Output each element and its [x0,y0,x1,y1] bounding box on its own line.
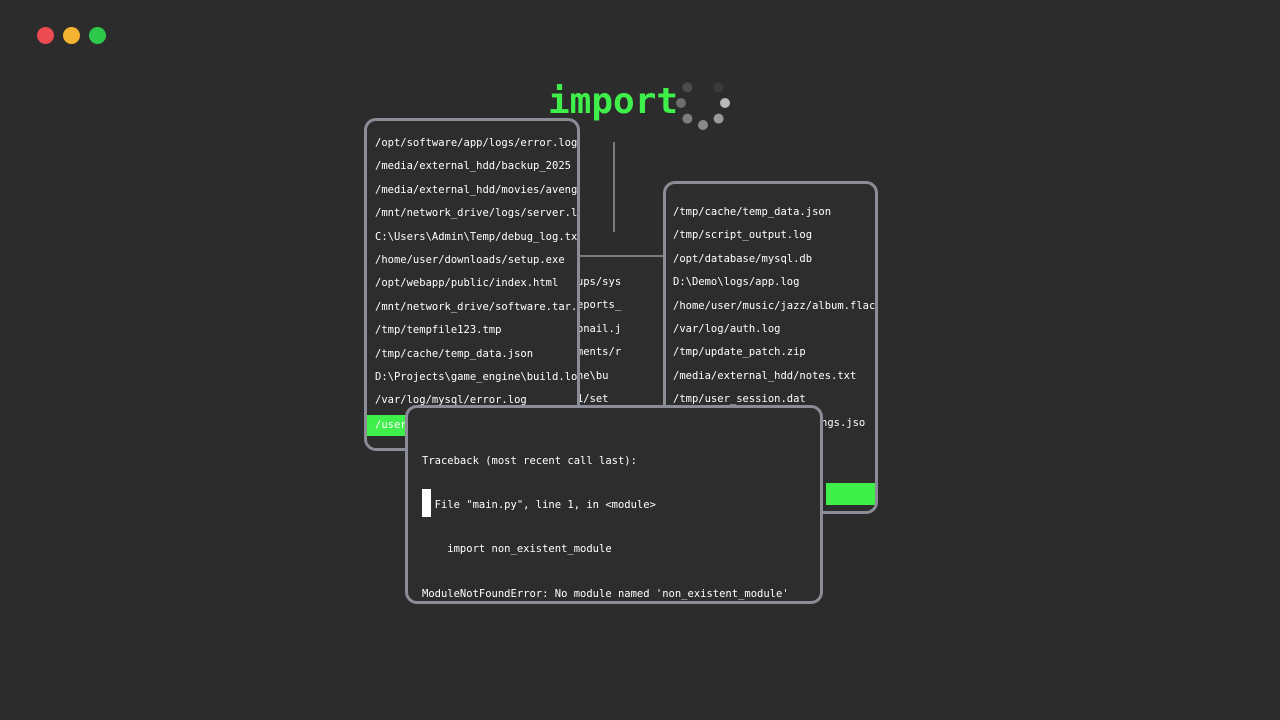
window-controls [37,27,106,44]
list-item[interactable]: D:\Demo\logs/app.log [673,276,800,289]
list-item[interactable]: /opt/webapp/public/index.html [375,277,559,290]
list-item[interactable]: /tmp/script_output.log [673,229,813,242]
selected-list-item[interactable] [826,483,875,505]
page-title: import [548,81,679,122]
maximize-button[interactable] [89,27,106,44]
list-item[interactable]: /tmp/tempfile123.tmp [375,324,502,337]
terminal-output: Traceback (most recent call last): File … [422,424,789,601]
connector-line [613,142,615,232]
file-list-panel-left: /opt/software/app/logs/error.log /media/… [364,118,580,451]
list-item[interactable]: /media/external_hdd/movies/avenger [375,183,580,196]
list-item[interactable]: D:\Projects\game_engine\build.log [375,370,580,383]
terminal-panel[interactable]: Traceback (most recent call last): File … [405,405,823,604]
list-item[interactable]: /opt/database/mysql.db [673,252,813,265]
file-list: /opt/software/app/logs/error.log /media/… [367,121,577,413]
close-button[interactable] [37,27,54,44]
list-item[interactable]: /tmp/update_patch.zip [673,346,806,359]
list-item[interactable]: /media/external_hdd/notes.txt [673,369,857,382]
minimize-button[interactable] [63,27,80,44]
list-item[interactable]: ngs.jso [821,416,866,429]
list-item[interactable]: /mnt/network_drive/logs/server.log [375,207,580,220]
selected-item-label: /user [375,419,407,431]
terminal-line: File "main.py", line 1, in <module> [422,498,656,511]
panel-divider [520,255,690,257]
terminal-line: import non_existent_module [422,543,612,556]
list-item[interactable]: C:\Users\Admin\Temp/debug_log.tx [375,230,578,243]
list-item[interactable]: /tmp/user_session.dat [673,393,806,406]
terminal-line: ModuleNotFoundError: No module named 'no… [422,587,789,600]
text-cursor[interactable] [422,489,431,517]
terminal-line: Traceback (most recent call last): [422,454,637,467]
list-item[interactable]: /home/user/downloads/setup.exe [375,253,565,266]
list-item[interactable]: /tmp/cache/temp_data.json [673,206,832,218]
list-item[interactable]: /mnt/network_drive/software.tar.gz [375,300,580,313]
file-list: /tmp/cache/temp_data.json /tmp/script_ou… [666,184,875,435]
list-item[interactable]: /var/log/auth.log [673,322,781,335]
list-item[interactable]: /media/external_hdd/backup_2025 [375,160,571,173]
list-item[interactable]: /home/user/music/jazz/album.flac [673,299,876,312]
loading-spinner-icon [676,76,730,130]
list-item[interactable]: /var/log/mysql/error.log [375,394,527,407]
list-item[interactable]: /tmp/cache/temp_data.json [375,347,534,360]
list-item[interactable]: /opt/software/app/logs/error.log [375,137,578,149]
